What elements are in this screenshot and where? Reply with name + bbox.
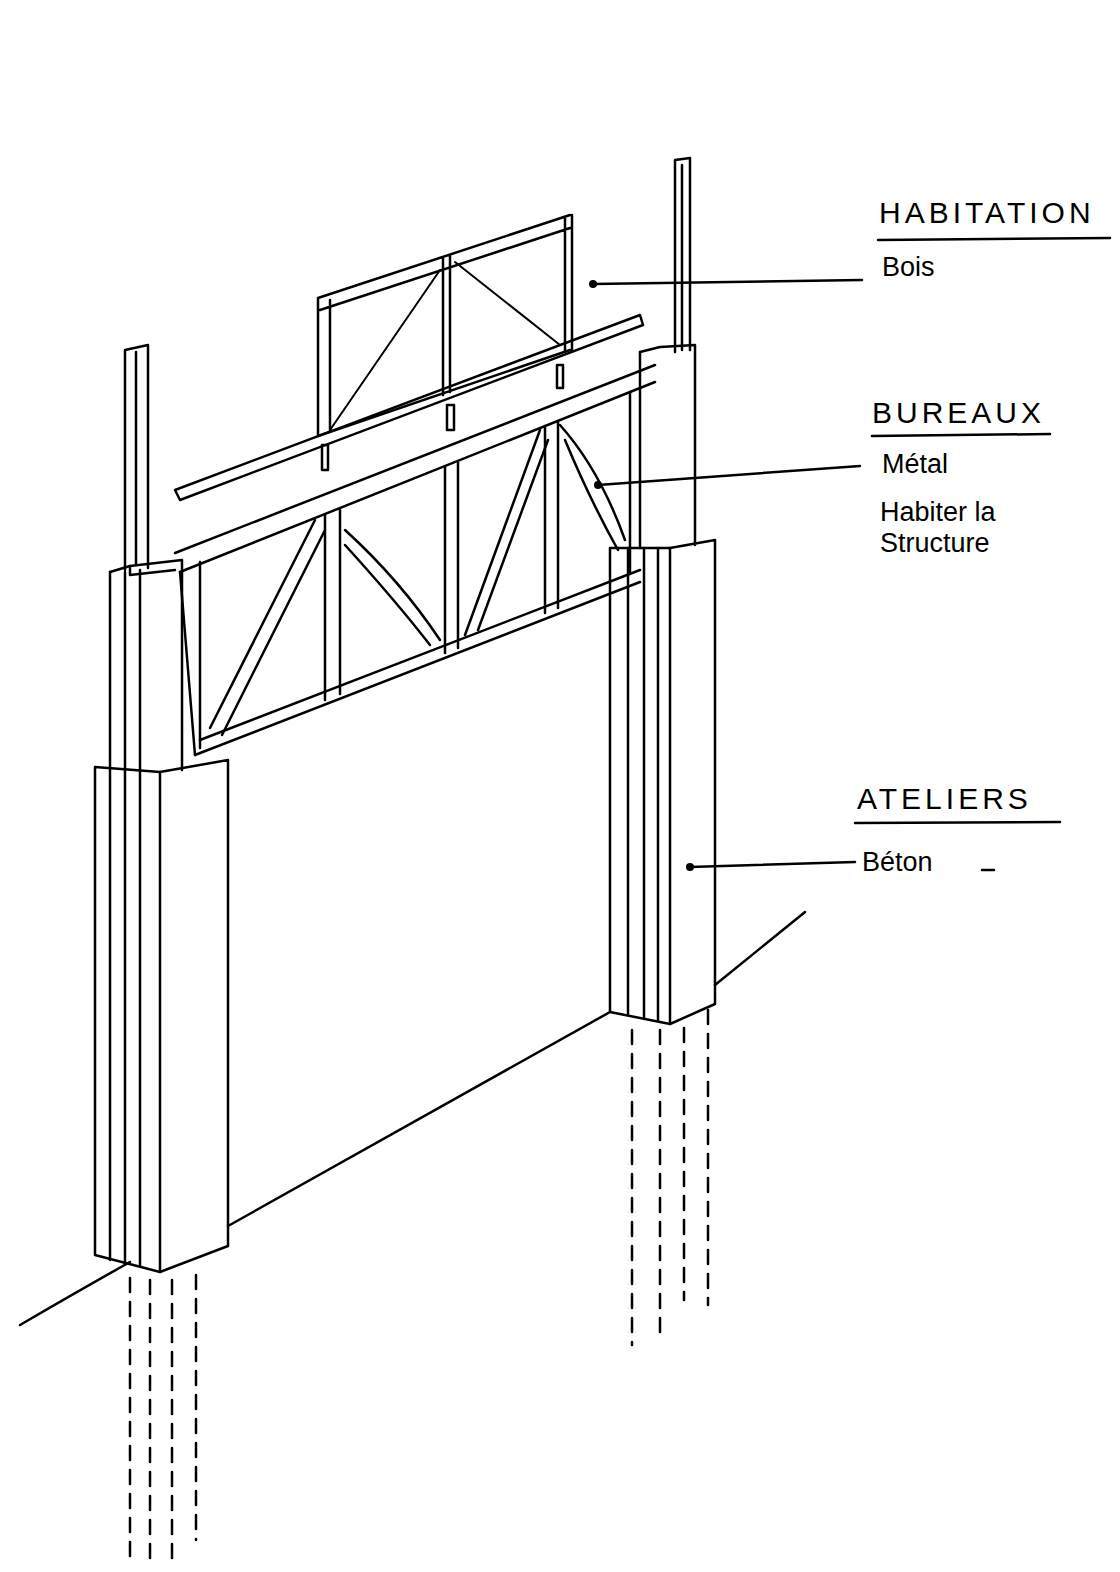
material-label: Bois bbox=[882, 252, 1082, 283]
leader-dot bbox=[589, 280, 597, 288]
habitation-frame bbox=[318, 215, 572, 436]
right-pillar bbox=[640, 345, 695, 545]
heading-underline bbox=[878, 238, 1110, 240]
ground-line bbox=[20, 1262, 130, 1325]
truss-post bbox=[445, 462, 458, 653]
truss-diagonal bbox=[465, 430, 548, 635]
ground-line bbox=[715, 912, 805, 985]
right-pillar bbox=[610, 540, 715, 1024]
heading-underline bbox=[855, 822, 1060, 823]
left-pillar bbox=[159, 772, 162, 1272]
concept-note: Habiter la Structure bbox=[880, 497, 1065, 559]
truss-diagonal bbox=[560, 425, 625, 550]
truss-post bbox=[545, 421, 558, 613]
truss-diagonal bbox=[345, 530, 440, 645]
heading-underline bbox=[872, 434, 1050, 436]
truss-chords bbox=[175, 365, 655, 755]
left-mast bbox=[135, 352, 138, 565]
left-pillar bbox=[95, 760, 228, 1272]
level-heading: BUREAUX bbox=[872, 396, 1072, 431]
left-mast bbox=[125, 345, 148, 570]
material-label: Métal bbox=[882, 449, 1082, 480]
leader-dots bbox=[589, 280, 694, 871]
leader-line bbox=[690, 862, 855, 867]
habitation-bracing bbox=[330, 262, 560, 430]
ground-line bbox=[228, 1012, 610, 1226]
sketch-lines bbox=[20, 158, 1110, 1568]
right-pillar-stripes bbox=[628, 548, 658, 1021]
right-pillar bbox=[639, 352, 642, 548]
left-piles bbox=[130, 1275, 196, 1568]
right-pillar bbox=[669, 548, 672, 1024]
level-heading: ATELIERS bbox=[857, 782, 1087, 817]
level-heading: HABITATION bbox=[879, 196, 1114, 231]
right-piles bbox=[632, 1010, 708, 1345]
left-pillar bbox=[110, 560, 182, 770]
leader-line bbox=[598, 466, 860, 485]
truss-post bbox=[325, 510, 340, 700]
truss-post bbox=[180, 562, 200, 755]
right-mast bbox=[681, 165, 684, 350]
leader-dot bbox=[686, 863, 694, 871]
left-pillar bbox=[130, 566, 175, 575]
truss-diagonal bbox=[210, 520, 325, 735]
dash-mark bbox=[982, 869, 994, 872]
right-mast bbox=[675, 158, 690, 352]
leader-dot bbox=[594, 481, 602, 489]
leader-line bbox=[593, 280, 862, 284]
left-pillar-stripes bbox=[110, 570, 140, 1266]
material-label: Béton bbox=[862, 847, 980, 878]
